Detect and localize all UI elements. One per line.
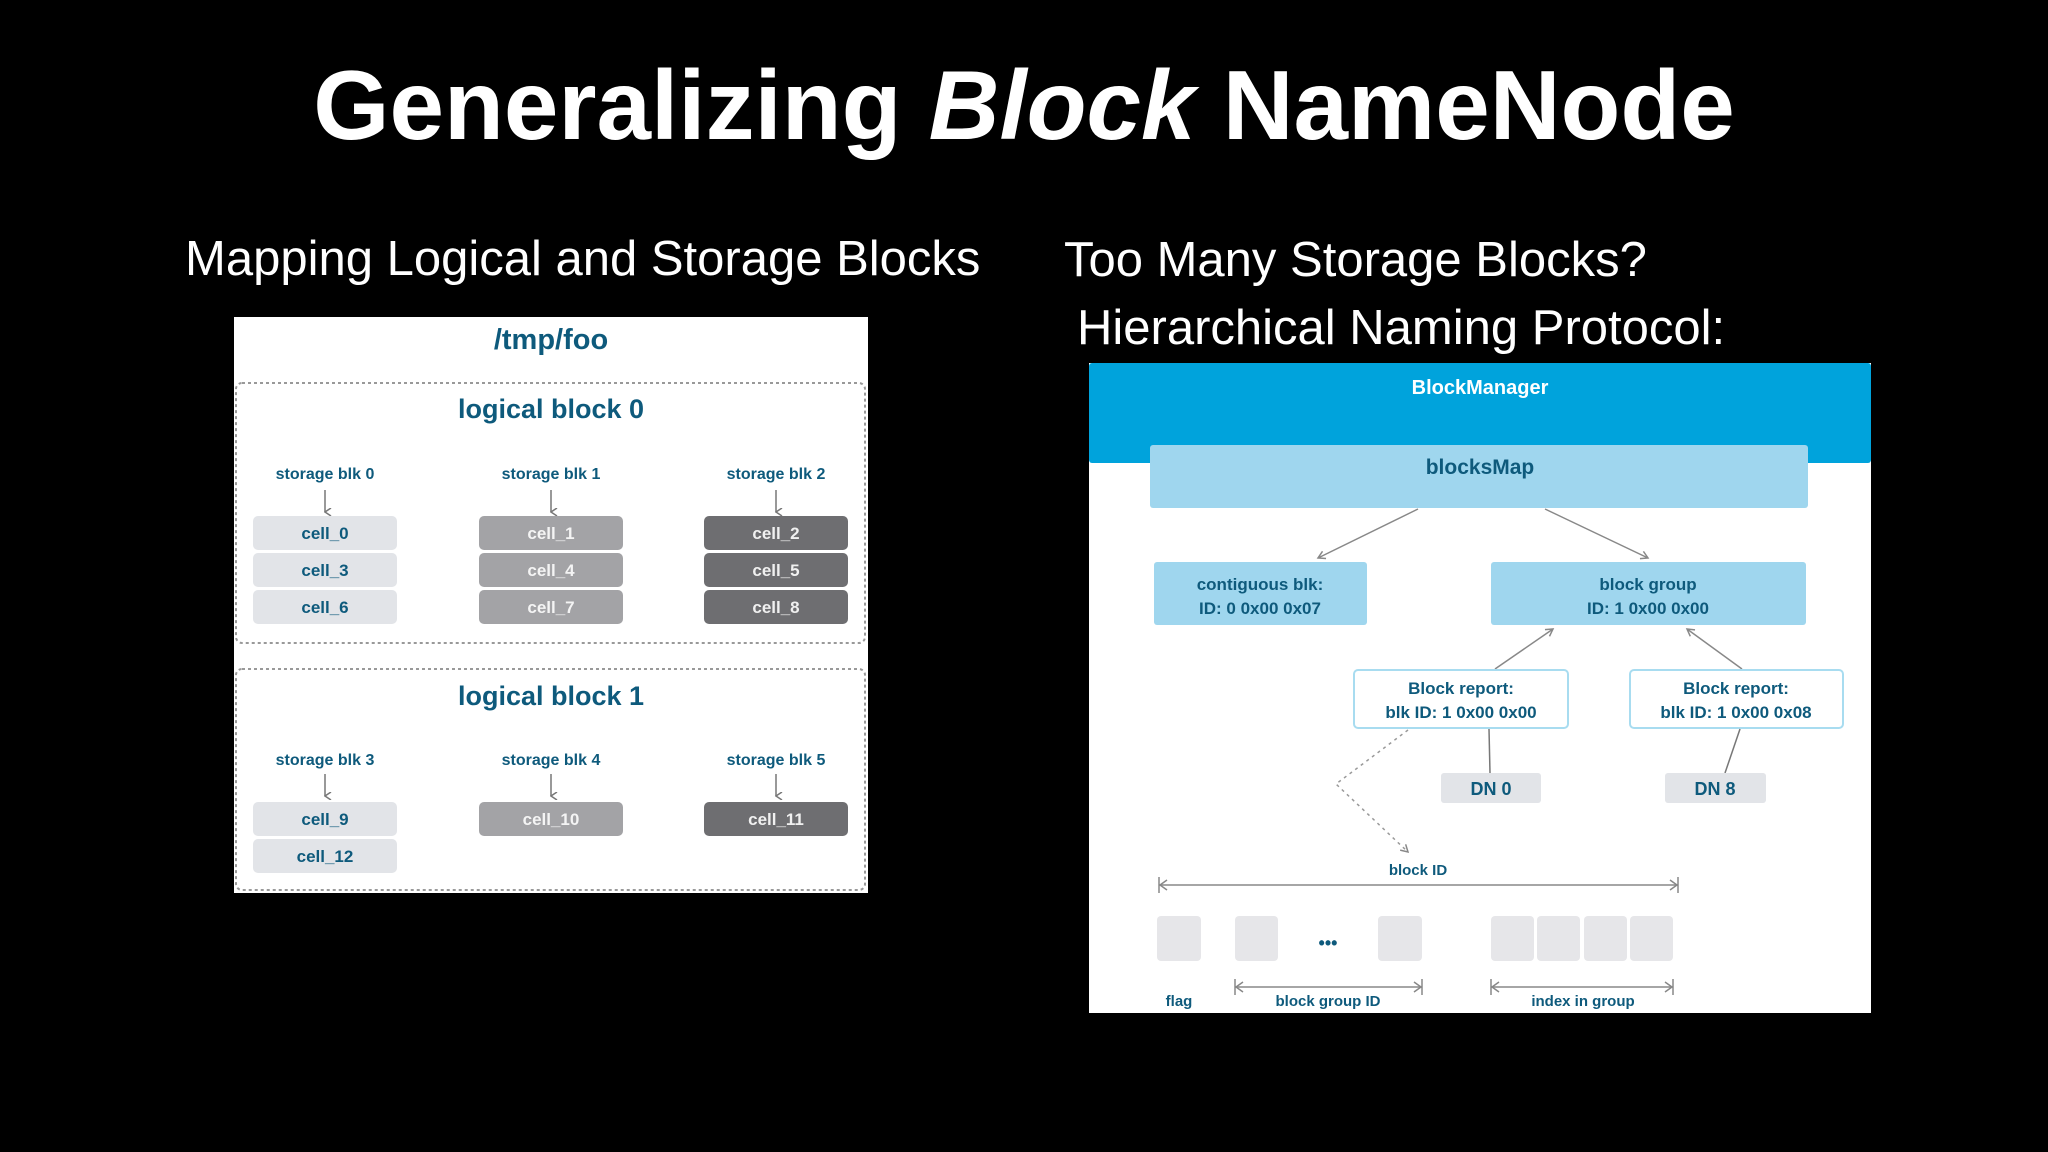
arrow-to-block-group: [1544, 508, 1650, 560]
cell-box: [704, 516, 848, 550]
block-manager-label: BlockManager: [1412, 377, 1549, 399]
index-cell: [1491, 916, 1534, 961]
block-group-line2: ID: 1 0x00 0x00: [1587, 599, 1709, 618]
cell-label: cell_12: [297, 847, 354, 866]
report2-line2: blk ID: 1 0x00 0x08: [1660, 703, 1811, 722]
cell-label: cell_5: [752, 561, 799, 580]
cell-box: [479, 516, 623, 550]
dn0-label: DN 0: [1470, 779, 1511, 799]
report2-line1: Block report:: [1683, 679, 1789, 698]
contiguous-line1: contiguous blk:: [1197, 575, 1324, 594]
block-manager-box: [1089, 363, 1871, 463]
file-path: /tmp/foo: [494, 324, 608, 356]
group-id-cell: [1235, 916, 1278, 961]
cell-box: [704, 553, 848, 587]
logical-storage-svg: /tmp/foo logical block 0 storage blk 0 cel…: [235, 324, 866, 891]
cell-label: cell_1: [527, 524, 574, 543]
logical-storage-diagram: /tmp/foo logical block 0 storage blk 0 cel…: [234, 317, 868, 893]
report1-dn0-line: [1488, 728, 1491, 774]
block-report-1-box: [1353, 669, 1569, 729]
block-id-label: block ID: [1389, 862, 1448, 879]
dn8-box: [1665, 773, 1766, 803]
hierarchical-naming-svg: BlockManager blocksMap contiguous blk: I…: [1089, 363, 1871, 1010]
block-group-id-arrowheads: [1234, 979, 1423, 995]
cell-box: [253, 516, 397, 550]
cell-label: cell_4: [527, 561, 575, 580]
block-id-arrowheads: [1158, 877, 1679, 893]
slide-title: Generalizing Block NameNode: [0, 50, 2048, 160]
index-arrowheads: [1490, 979, 1674, 995]
title-part: Generalizing: [313, 50, 902, 160]
logical-block-title: logical block 1: [458, 681, 644, 711]
flag-cell: [1157, 916, 1201, 961]
storage-block-label: storage blk 4: [502, 752, 601, 769]
arrow-to-contiguous: [1316, 508, 1419, 560]
cell-label: cell_0: [301, 524, 348, 543]
block-group-line1: block group: [1599, 575, 1696, 594]
cell-box: [253, 839, 397, 873]
index-cell: [1630, 916, 1673, 961]
cell-label: cell_9: [301, 810, 348, 829]
blocks-map-label: blocksMap: [1426, 456, 1535, 479]
logical-block-frame: [235, 668, 866, 891]
right-heading-2: Hierarchical Naming Protocol:: [1077, 301, 1726, 355]
block-group-id-label: block group ID: [1276, 993, 1381, 1010]
ellipsis: •••: [1319, 933, 1338, 953]
cell-label: cell_7: [527, 598, 574, 617]
arrow-report2-to-group: [1685, 628, 1743, 670]
cell-box: [253, 590, 397, 624]
cell-box: [479, 553, 623, 587]
dotted-arrow-to-block-id: [1334, 729, 1410, 854]
index-in-group-label: index in group: [1531, 993, 1634, 1010]
hierarchical-naming-diagram: BlockManager blocksMap contiguous blk: I…: [1089, 363, 1871, 1013]
dn8-label: DN 8: [1694, 779, 1735, 799]
cell-box: [479, 590, 623, 624]
blocks-map-box: [1150, 445, 1808, 508]
left-heading: Mapping Logical and Storage Blocks: [185, 232, 981, 286]
index-cell: [1537, 916, 1580, 961]
cell-box: [704, 802, 848, 836]
logical-block-title: logical block 0: [458, 394, 644, 424]
contiguous-blk-box: [1154, 562, 1367, 625]
storage-block-label: storage blk 2: [727, 466, 826, 483]
title-emphasis: Block: [928, 50, 1196, 160]
block-group-box: [1491, 562, 1806, 625]
group-id-cell: [1378, 916, 1422, 961]
report1-line2: blk ID: 1 0x00 0x00: [1385, 703, 1536, 722]
report2-dn8-line: [1724, 728, 1741, 774]
storage-block-label: storage blk 0: [276, 466, 375, 483]
cell-box: [253, 802, 397, 836]
index-cell: [1584, 916, 1627, 961]
logical-block-frame: [235, 382, 866, 644]
cell-label: cell_2: [752, 524, 799, 543]
arrow-report1-to-group: [1494, 628, 1555, 670]
block-report-2-box: [1629, 669, 1844, 729]
cell-label: cell_6: [301, 598, 348, 617]
dn0-box: [1441, 773, 1541, 803]
right-heading-1: Too Many Storage Blocks?: [1064, 233, 1647, 287]
cell-box: [253, 553, 397, 587]
report1-line1: Block report:: [1408, 679, 1514, 698]
contiguous-line2: ID: 0 0x00 0x07: [1199, 599, 1321, 618]
cell-box: [704, 590, 848, 624]
storage-block-label: storage blk 5: [727, 752, 826, 769]
flag-label: flag: [1166, 993, 1193, 1010]
cell-label: cell_11: [748, 810, 804, 829]
cell-label: cell_10: [523, 810, 580, 829]
cell-label: cell_8: [752, 598, 799, 617]
storage-block-label: storage blk 1: [502, 466, 601, 483]
cell-label: cell_3: [301, 561, 348, 580]
cell-box: [479, 802, 623, 836]
title-part: NameNode: [1222, 50, 1735, 160]
storage-block-label: storage blk 3: [276, 752, 375, 769]
